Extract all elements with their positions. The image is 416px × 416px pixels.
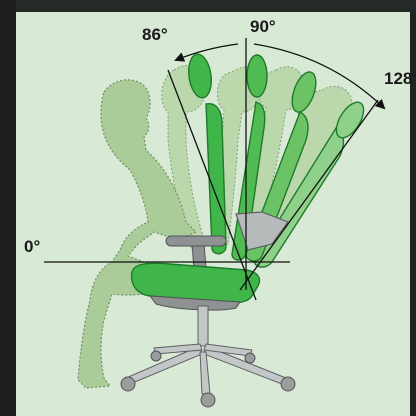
caster-right: [281, 377, 295, 391]
label-90-degrees: 90°: [250, 17, 276, 36]
caster-left: [121, 377, 135, 391]
label-128-degrees: 128°: [384, 69, 416, 88]
caster-front: [201, 393, 215, 407]
label-0-degrees: 0°: [24, 237, 40, 256]
caster-back-left: [151, 351, 161, 361]
arc-arrow-forward: [176, 44, 238, 60]
headrest-90: [247, 55, 267, 97]
armrest-pad: [166, 236, 226, 246]
label-86-degrees: 86°: [142, 25, 168, 44]
caster-back-right: [245, 353, 255, 363]
base-leg-front: [200, 352, 210, 394]
gas-lift: [198, 306, 208, 346]
